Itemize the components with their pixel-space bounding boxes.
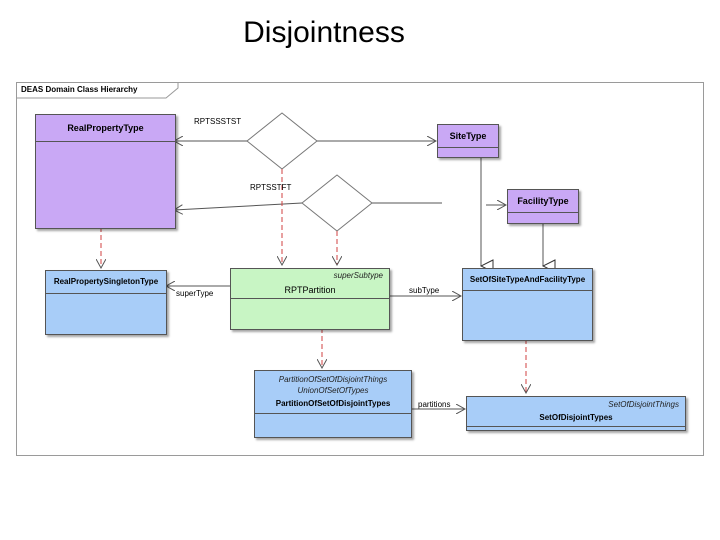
class-name: RealPropertySingletonType	[53, 277, 159, 286]
class-rpt-partition[interactable]: superSubtype RPTPartition	[230, 268, 390, 330]
label-super-type: superType	[176, 289, 214, 298]
frame-label: DEAS Domain Class Hierarchy	[21, 85, 138, 94]
class-stereotype-2: UnionOfSetOfTypes	[297, 386, 369, 395]
class-real-property-type[interactable]: RealPropertyType	[35, 114, 176, 229]
label-rptsstft: RPTSSTFT	[250, 183, 292, 192]
label-rptsssts: RPTSSSTST	[194, 117, 242, 126]
class-stereotype: superSubtype	[333, 271, 383, 280]
frame-tab	[16, 82, 179, 99]
class-name: FacilityType	[517, 196, 569, 206]
class-name: PartitionOfSetOfDisjointTypes	[275, 399, 391, 408]
class-name: SiteType	[449, 131, 487, 141]
class-name: SetOfDisjointTypes	[539, 413, 613, 422]
class-name: SetOfSiteTypeAndFacilityType	[469, 275, 586, 284]
association-diamond-rptsstft	[301, 174, 373, 232]
label-sub-type: subType	[409, 286, 440, 295]
class-stereotype: SetOfDisjointThings	[608, 400, 679, 409]
class-stereotype-1: PartitionOfSetOfDisjointThings	[278, 375, 388, 384]
label-partitions: partitions	[418, 400, 451, 409]
class-facility-type[interactable]: FacilityType	[507, 189, 579, 224]
class-partition-of-set-of-disjoint-types[interactable]: PartitionOfSetOfDisjointThings UnionOfSe…	[254, 370, 412, 438]
class-real-property-singleton-type[interactable]: RealPropertySingletonType	[45, 270, 167, 335]
class-set-of-disjoint-types[interactable]: SetOfDisjointThings SetOfDisjointTypes	[466, 396, 686, 431]
class-name: RPTPartition	[284, 285, 336, 295]
class-set-of-site-type-and-facility-type[interactable]: SetOfSiteTypeAndFacilityType	[462, 268, 593, 341]
slide-title: Disjointness	[243, 16, 405, 49]
association-diamond-rptsssts	[246, 112, 318, 170]
class-site-type[interactable]: SiteType	[437, 124, 499, 158]
class-name: RealPropertyType	[67, 123, 144, 133]
